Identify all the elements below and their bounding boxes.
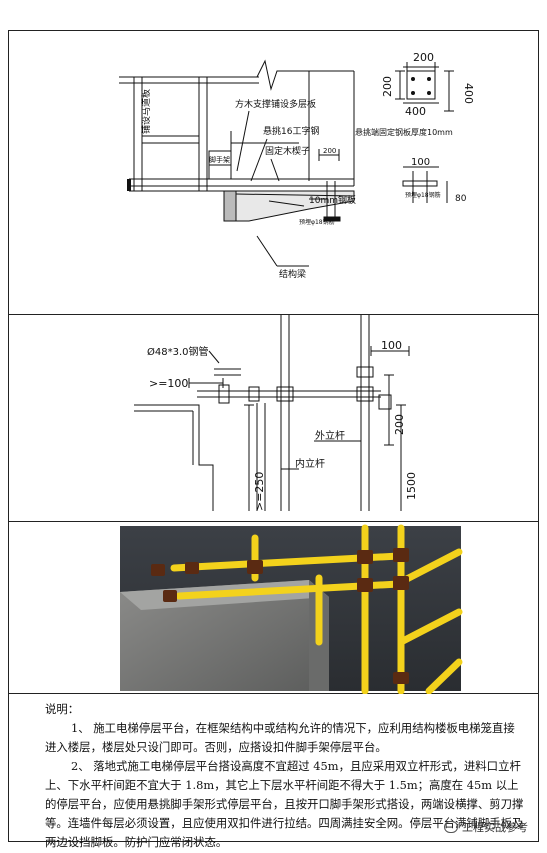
notes-paragraph-1: 1、 施工电梯停层平台，在框架结构中或结构允许的情况下，应利用结构楼板电梯笼直接… bbox=[45, 721, 515, 754]
dim-200v: 200 bbox=[381, 76, 394, 97]
dim-100: 100 bbox=[411, 157, 430, 168]
notes-text: 说明： 1、 施工电梯停层平台，在框架结构中或结构允许的情况下，应利用结构楼板电… bbox=[45, 700, 524, 852]
notes-heading: 说明： bbox=[45, 702, 80, 716]
label-anchor-note: 悬挑端固定钢板厚度10mm bbox=[355, 127, 453, 137]
label-plate: 10mm钢板 bbox=[309, 194, 356, 206]
wechat-icon bbox=[444, 821, 458, 833]
label-embed-small: 预埋φ18钢筋 bbox=[299, 218, 335, 226]
label-gte100: >=100 bbox=[149, 377, 188, 390]
notes-paragraph-2: 2、 落地式施工电梯停层平台搭设高度不宜超过 45m，且应采用双立杆形式，进料口… bbox=[45, 759, 524, 849]
label-outer-pole: 外立杆 bbox=[315, 429, 345, 442]
dim-80: 80 bbox=[455, 194, 467, 204]
label-i-beam: 悬挑16工字钢 bbox=[263, 125, 319, 137]
label-inner-pole: 内立杆 bbox=[295, 457, 325, 470]
notes-cell: 说明： 1、 施工电梯停层平台，在框架结构中或结构允许的情况下，应利用结构楼板电… bbox=[9, 694, 538, 849]
dim-200a: 200 bbox=[323, 147, 336, 155]
cantilever-section-drawing: 方木支撑铺设多层板 铺设马道板 悬挑16工字钢 固定木楔子 10mm钢板 结构梁… bbox=[9, 31, 538, 315]
watermark-text: 工程实战参考 bbox=[462, 821, 528, 834]
label-wood-wedge: 固定木楔子 bbox=[265, 145, 310, 157]
dim-1500: 1500 bbox=[405, 472, 418, 500]
dim-200-p2: 200 bbox=[393, 414, 406, 435]
label-guard: 脚手架 bbox=[209, 155, 230, 164]
dim-400: 400 bbox=[405, 105, 426, 118]
label-ramp: 铺设马道板 bbox=[140, 89, 152, 134]
cad-drawing-1: 方木支撑铺设多层板 铺设马道板 悬挑16工字钢 固定木楔子 10mm钢板 结构梁… bbox=[119, 51, 475, 280]
label-pipe: Ø48*3.0钢管 bbox=[147, 345, 209, 358]
dim-100-p2: 100 bbox=[381, 339, 402, 352]
scaffold-3d-render bbox=[9, 522, 538, 694]
dim-200b: 200 bbox=[413, 51, 434, 64]
watermark: 工程实战参考 bbox=[444, 819, 528, 835]
cad-drawing-2: Ø48*3.0钢管 >=100 100 200 1500 >=250 外立杆 内… bbox=[134, 315, 418, 511]
pole-detail-drawing: Ø48*3.0钢管 >=100 100 200 1500 >=250 外立杆 内… bbox=[9, 315, 538, 522]
label-mat-board: 方木支撑铺设多层板 bbox=[235, 98, 316, 110]
document-table: 方木支撑铺设多层板 铺设马道板 悬挑16工字钢 固定木楔子 10mm钢板 结构梁… bbox=[8, 30, 539, 849]
dim-gte250: >=250 bbox=[253, 472, 266, 511]
label-embed-right: 预埋φ18钢筋 bbox=[405, 191, 441, 199]
dim-400v: 400 bbox=[462, 83, 475, 104]
render-image bbox=[120, 524, 463, 694]
label-struct-beam: 结构梁 bbox=[279, 268, 306, 280]
